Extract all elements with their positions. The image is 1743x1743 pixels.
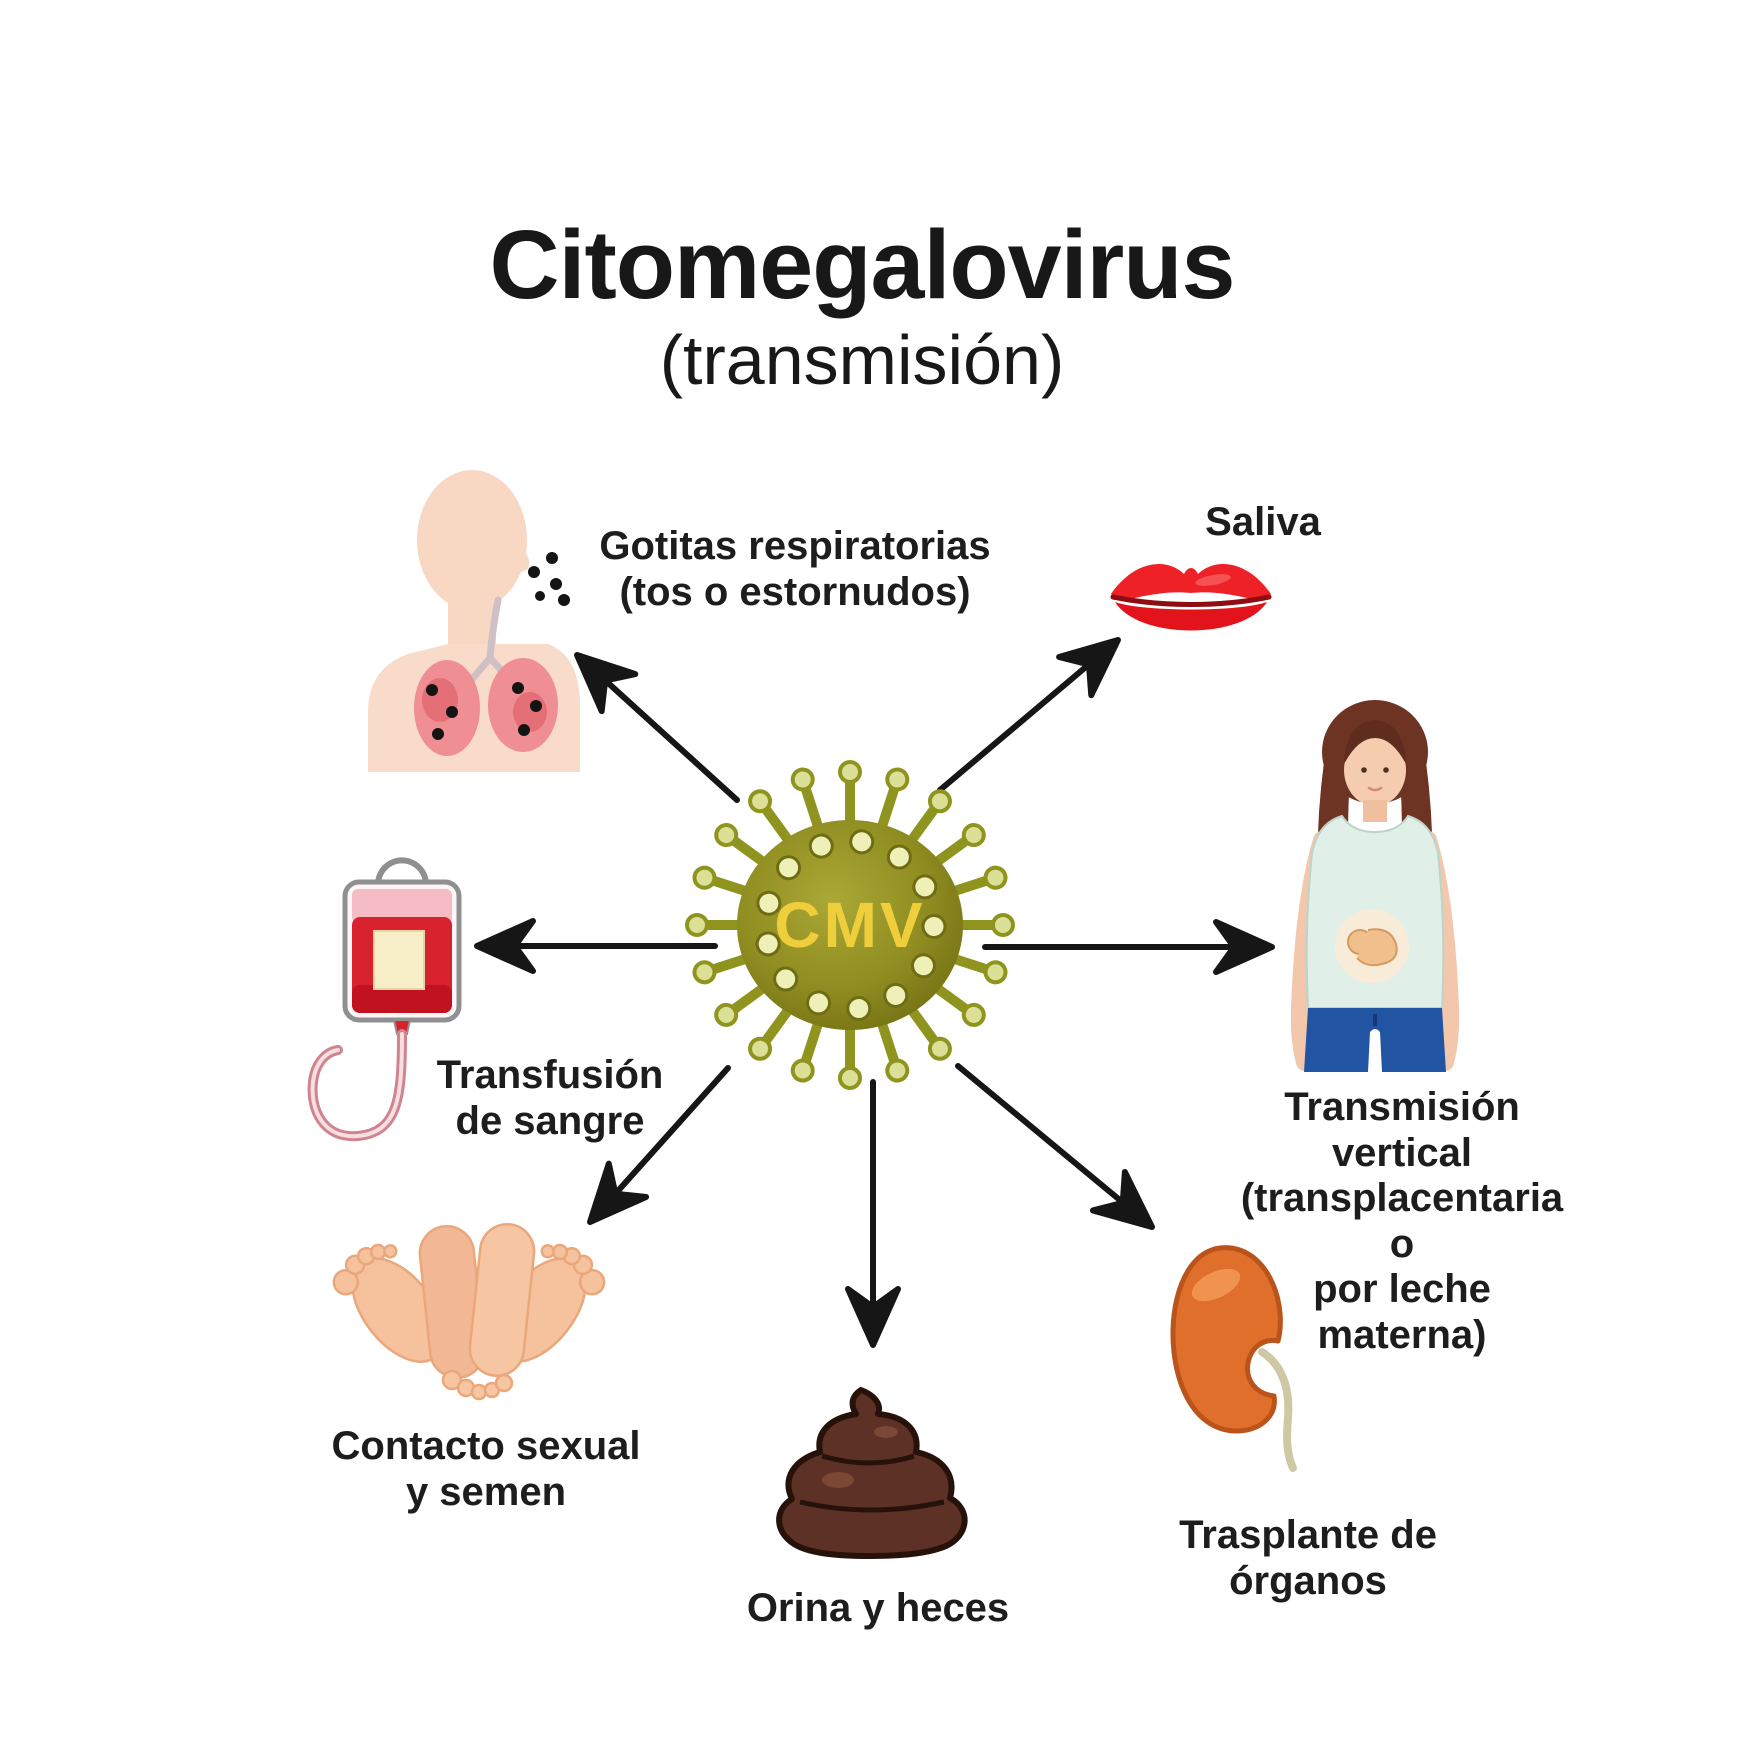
arrow-to-saliva [937, 637, 1121, 793]
label-sexual-contact: Contacto sexual y semen [331, 1424, 641, 1514]
page-title: Citomegalovirus [489, 210, 1236, 319]
lung-infection-dots [426, 682, 542, 740]
cmv-virus-icon: CMV [687, 762, 1013, 1088]
label-urine-feces: Orina y heces [746, 1586, 1010, 1630]
blood-bag-icon [307, 857, 462, 1142]
lips-icon [1110, 563, 1272, 631]
label-organ-transplant: Trasplante de órganos [1179, 1513, 1437, 1603]
arrows [474, 637, 1275, 1348]
arrow-to-transplant [955, 1063, 1155, 1230]
sneeze-droplets-icon [528, 552, 570, 606]
label-vertical-transmission: Transmisión vertical (transplacentaria o… [1240, 1085, 1564, 1357]
page-subtitle: (transmisión) [659, 321, 1065, 399]
arrow-to-transfusion [474, 918, 718, 974]
pregnant-woman-icon [1290, 700, 1460, 1072]
label-blood-transfusion: Transfusión de sangre [436, 1053, 664, 1143]
feet-icon [332, 1223, 606, 1401]
arrow-to-sexual [587, 1065, 731, 1225]
header: Citomegalovirus (transmisión) [489, 210, 1236, 399]
arrow-to-urine [845, 1079, 901, 1348]
respiratory-person-icon [368, 470, 580, 772]
label-saliva: Saliva [1205, 500, 1321, 544]
arrow-to-respiratory [574, 652, 740, 803]
cmv-label: CMV [774, 889, 925, 961]
feces-icon [776, 1387, 968, 1559]
label-respiratory-droplets: Gotitas respiratorias (tos o estornudos) [599, 524, 991, 614]
arrow-to-vertical [982, 919, 1275, 975]
kidney-icon [1170, 1245, 1297, 1472]
